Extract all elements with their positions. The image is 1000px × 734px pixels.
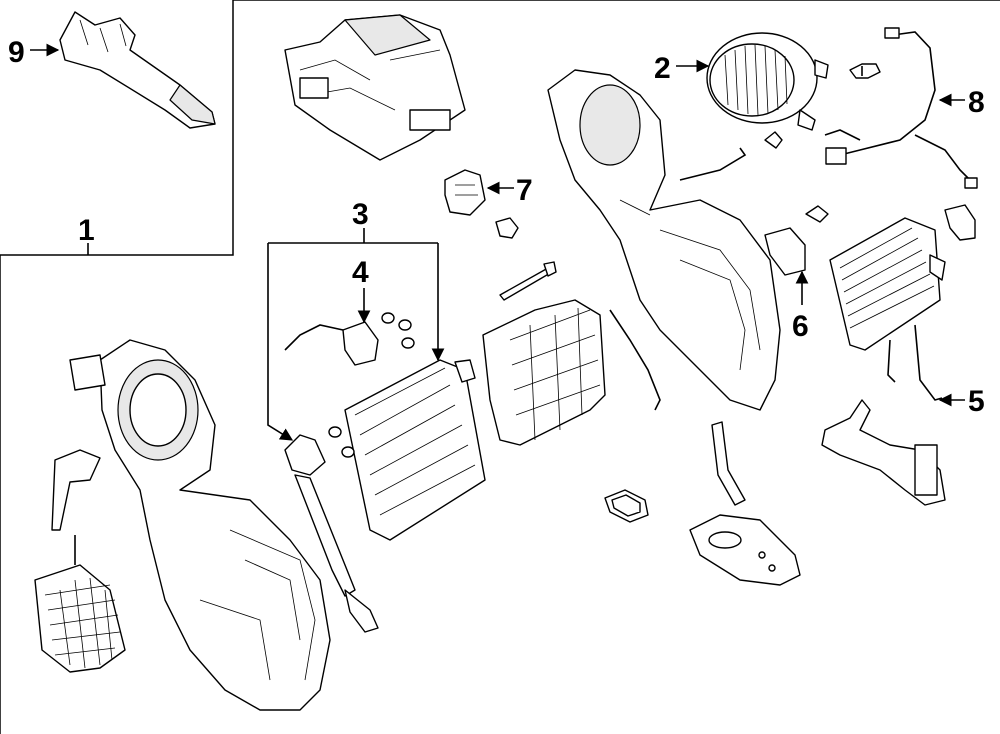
- sensor-wire: [609, 309, 661, 411]
- blower-motor-part-2: [706, 32, 829, 131]
- seal-plate: [689, 514, 801, 586]
- callout-2: 2: [654, 52, 671, 85]
- callout-9: 9: [8, 36, 25, 69]
- duct-part-9: [59, 11, 216, 129]
- leader-lines: [30, 43, 965, 440]
- screw-center: [495, 217, 519, 239]
- heater-core-part-5: [829, 217, 946, 401]
- drain-hose: [711, 421, 746, 506]
- callout-8: 8: [968, 86, 985, 119]
- wiring-harness-part-8: [824, 27, 978, 189]
- screw-top-right: [849, 63, 881, 79]
- callout-5: 5: [968, 385, 985, 418]
- screw-middle: [764, 131, 783, 149]
- long-bolt: [499, 261, 557, 301]
- bracket-part-6: [764, 227, 806, 276]
- upper-housing: [284, 14, 466, 161]
- actuator-part-7: [444, 169, 486, 216]
- connector-right: [944, 204, 976, 241]
- callout-4: 4: [352, 256, 369, 289]
- callout-7: 7: [516, 174, 533, 207]
- evaporator-part-3: [344, 359, 486, 541]
- bracket-left: [51, 449, 101, 565]
- callout-1: 1: [78, 214, 95, 247]
- lower-housing-part-1: [69, 339, 331, 711]
- callout-6: 6: [792, 310, 809, 343]
- right-housing: [547, 69, 781, 411]
- grommet: [604, 489, 649, 523]
- callout-3: 3: [352, 198, 369, 231]
- valve-part-4: [284, 312, 415, 458]
- filter-housing: [482, 299, 606, 446]
- mesh-grille: [34, 564, 126, 673]
- mount-bracket-lower-right: [821, 399, 946, 506]
- screw-right: [805, 205, 829, 223]
